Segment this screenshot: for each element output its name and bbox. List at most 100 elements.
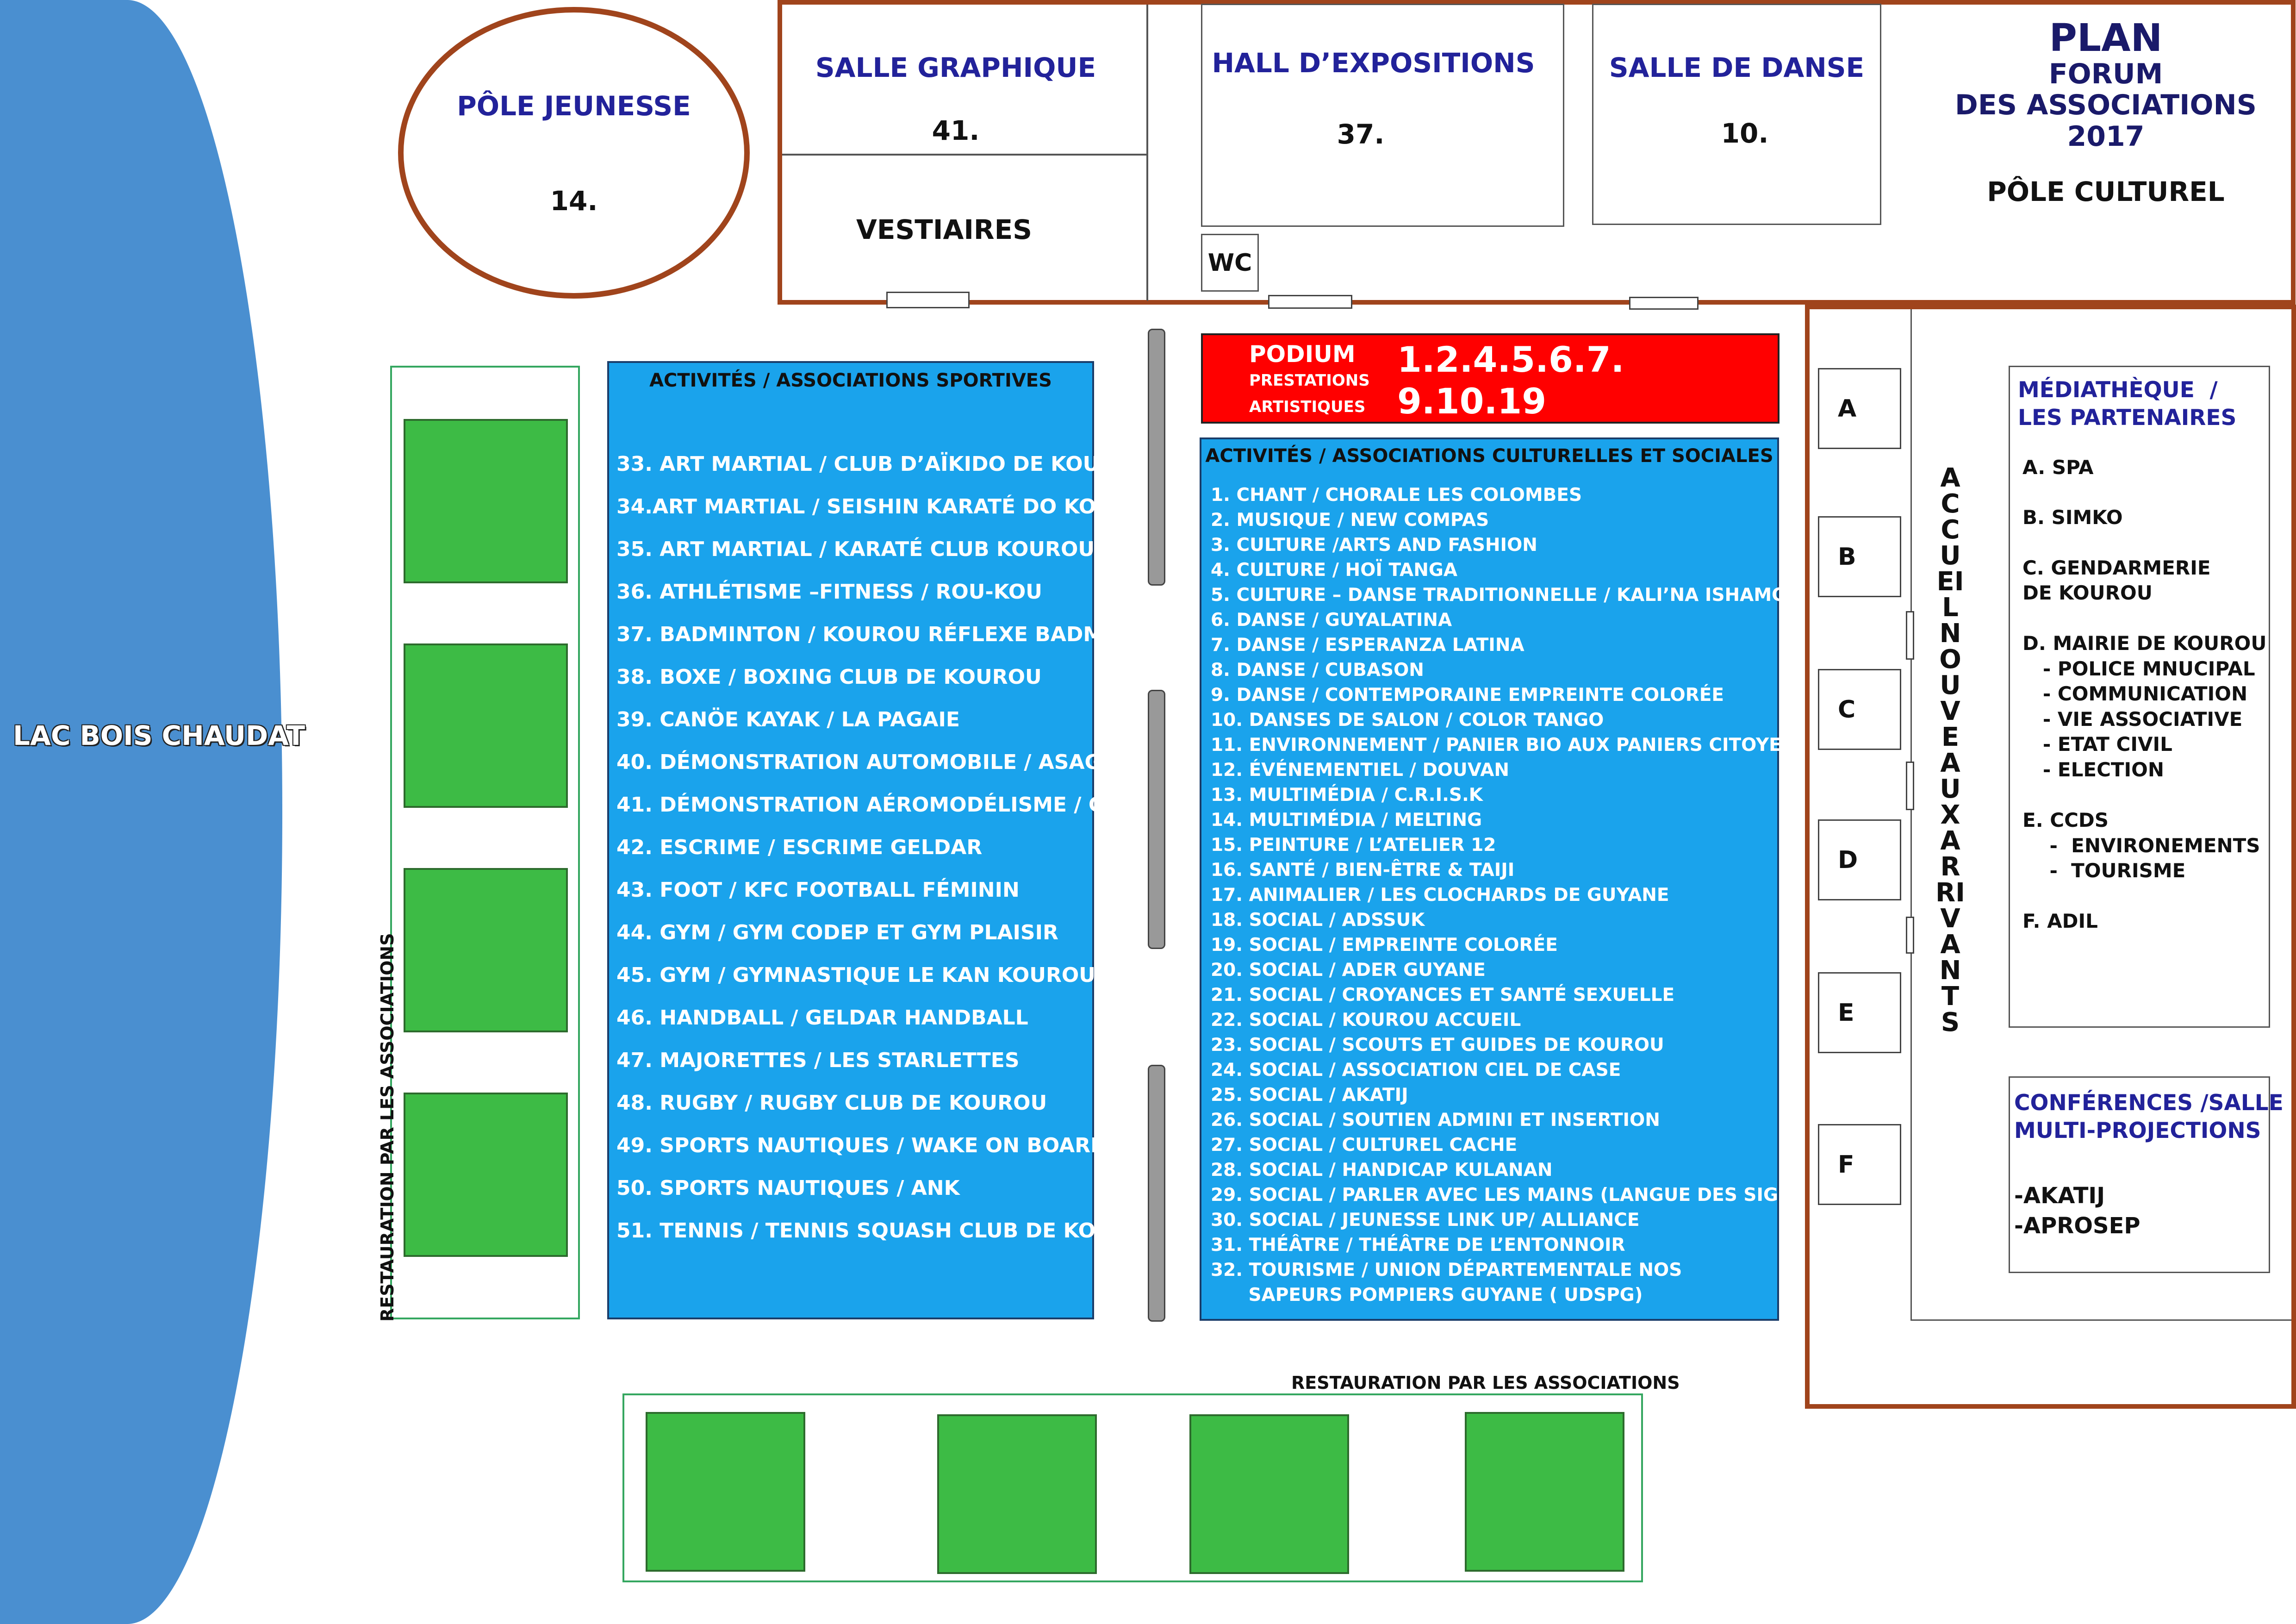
list-item[interactable]: 29. SOCIAL / PARLER AVEC LES MAINS (LANG… <box>1211 1185 1827 1206</box>
podium[interactable]: PODIUM PRESTATIONS ARTISTIQUES 1.2.4.5.6… <box>1201 333 1780 424</box>
list-item[interactable]: 15. PEINTURE / L’ATELIER 12 <box>1211 835 1496 856</box>
list-item[interactable]: 16. SANTÉ / BIEN-ÊTRE & TAIJI <box>1211 860 1515 881</box>
list-item[interactable]: 22. SOCIAL / KOUROU ACCUEIL <box>1211 1010 1521 1031</box>
plan-title: PLAN <box>2049 16 2163 60</box>
food-stand[interactable] <box>1465 1412 1624 1572</box>
door <box>1906 917 1914 954</box>
list-item[interactable]: 43. FOOT / KFC FOOTBALL FÉMININ <box>616 878 1020 902</box>
food-stand[interactable] <box>646 1412 805 1572</box>
accueil-booth-f[interactable]: F <box>1818 1124 1901 1205</box>
salle-de-danse-number: 10. <box>1721 118 1769 149</box>
salle-graphique-title: SALLE GRAPHIQUE <box>815 52 1096 83</box>
food-stand[interactable] <box>404 1093 568 1257</box>
list-item[interactable]: 47. MAJORETTES / LES STARLETTES <box>616 1049 1020 1072</box>
list-item[interactable]: 39. CANÖE KAYAK / LA PAGAIE <box>616 708 960 731</box>
food-stand[interactable] <box>404 419 568 583</box>
sports-panel: ACTIVITÉS / ASSOCIATIONS SPORTIVES 33. A… <box>607 361 1176 1319</box>
list-item[interactable]: 36. ATHLÉTISME –FITNESS / ROU-KOU <box>616 580 1043 604</box>
podium-sub1: PRESTATIONS <box>1249 371 1370 390</box>
conferences-title-2: MULTI-PROJECTIONS <box>2014 1118 2261 1143</box>
list-item[interactable]: 26. SOCIAL / SOUTIEN ADMINI ET INSERTION <box>1211 1110 1660 1131</box>
list-item[interactable]: 14. MULTIMÉDIA / MELTING <box>1211 810 1482 831</box>
list-item[interactable]: 45. GYM / GYMNASTIQUE LE KAN KOUROU <box>616 963 1095 987</box>
list-item[interactable]: 46. HANDBALL / GELDAR HANDBALL <box>616 1006 1028 1030</box>
list-item[interactable]: 31. THÉÂTRE / THÉÂTRE DE L’ENTONNOIR <box>1211 1235 1625 1255</box>
salle-de-danse[interactable] <box>1592 4 1881 225</box>
list-item[interactable]: 38. BOXE / BOXING CLUB DE KOUROU <box>616 665 1042 689</box>
list-item[interactable]: 8. DANSE / CUBASON <box>1211 660 1424 681</box>
accueil-inner-divider <box>1910 309 1912 1321</box>
hall-expositions[interactable] <box>1201 4 1564 227</box>
list-item[interactable]: 30. SOCIAL / JEUNESSE LINK UP/ ALLIANCE <box>1211 1210 1640 1230</box>
door <box>886 292 970 308</box>
accueil-booth-c[interactable]: C <box>1818 669 1901 750</box>
list-item[interactable]: 34.ART MARTIAL / SEISHIN KARATÉ DO KOURO… <box>616 495 1162 518</box>
list-item[interactable]: 23. SOCIAL / SCOUTS ET GUIDES DE KOUROU <box>1211 1035 1664 1056</box>
list-item[interactable]: 9. DANSE / CONTEMPORAINE EMPREINTE COLOR… <box>1211 685 1724 706</box>
list-item[interactable]: SAPEURS POMPIERS GUYANE ( UDSPG) <box>1211 1285 1643 1305</box>
list-item[interactable]: 37. BADMINTON / KOUROU RÉFLEXE BADMINTON <box>616 623 1176 646</box>
accueil-vertical-label: ACCUEIL NOUVEAUX ARRIVANTS <box>1935 463 1965 1037</box>
list-item[interactable]: 12. ÉVÉNEMENTIEL / DOUVAN <box>1211 760 1510 781</box>
list-item[interactable]: 44. GYM / GYM CODEP ET GYM PLAISIR <box>616 921 1058 944</box>
booth-label: A <box>1838 394 1857 423</box>
list-item[interactable]: 33. ART MARTIAL / CLUB D’AÏKIDO DE KOURO… <box>616 452 1149 476</box>
wc[interactable]: WC <box>1201 234 1259 292</box>
list-item[interactable]: 4. CULTURE / HOÏ TANGA <box>1211 560 1458 581</box>
list-item[interactable]: 21. SOCIAL / CROYANCES ET SANTÉ SEXUELLE <box>1211 985 1675 1006</box>
list-item[interactable]: 48. RUGBY / RUGBY CLUB DE KOUROU <box>616 1091 1047 1115</box>
list-item[interactable]: 18. SOCIAL / ADSSUK <box>1211 910 1425 931</box>
list-item[interactable]: 10. DANSES DE SALON / COLOR TANGO <box>1211 710 1604 731</box>
vestiaires[interactable] <box>782 154 1148 300</box>
accueil-booth-b[interactable]: B <box>1818 516 1901 597</box>
partner-line: F. ADIL <box>2022 910 2098 932</box>
partner-line: E. CCDS <box>2022 809 2109 831</box>
food-stand[interactable] <box>937 1414 1097 1574</box>
salle-graphique[interactable] <box>782 5 1148 155</box>
list-item[interactable]: 3. CULTURE /ARTS AND FASHION <box>1211 535 1537 556</box>
booth-label: E <box>1838 999 1854 1027</box>
plan-year: 2017 <box>2067 120 2145 153</box>
list-item[interactable]: 17. ANIMALIER / LES CLOCHARDS DE GUYANE <box>1211 885 1669 906</box>
lake <box>0 0 282 1624</box>
list-item[interactable]: 2. MUSIQUE / NEW COMPAS <box>1211 510 1489 531</box>
list-item[interactable]: 51. TENNIS / TENNIS SQUASH CLUB DE KOURO… <box>616 1219 1162 1243</box>
partner-line: - ELECTION <box>2022 758 2165 781</box>
booth-label: F <box>1838 1150 1854 1179</box>
list-item[interactable]: 20. SOCIAL / ADER GUYANE <box>1211 960 1486 981</box>
food-stand[interactable] <box>1189 1414 1349 1574</box>
accueil-booth-d[interactable]: D <box>1818 819 1901 900</box>
list-item[interactable]: 49. SPORTS NAUTIQUES / WAKE ON BOARD CLU… <box>616 1134 1174 1157</box>
list-item[interactable]: 35. ART MARTIAL / KARATÉ CLUB KOUROU <box>616 537 1095 561</box>
list-item[interactable]: 7. DANSE / ESPERANZA LATINA <box>1211 635 1524 656</box>
door <box>1906 762 1914 810</box>
pole-jeunesse[interactable] <box>398 7 750 299</box>
list-item[interactable]: 50. SPORTS NAUTIQUES / ANK <box>616 1176 960 1200</box>
list-item[interactable]: 19. SOCIAL / EMPREINTE COLORÉE <box>1211 935 1558 956</box>
restauration-bottom-label: RESTAURATION PAR LES ASSOCIATIONS <box>1291 1373 1680 1393</box>
list-item[interactable]: 27. SOCIAL / CULTUREL CACHE <box>1211 1135 1518 1156</box>
food-stand[interactable] <box>404 868 568 1032</box>
list-item[interactable]: 42. ESCRIME / ESCRIME GELDAR <box>616 836 983 859</box>
list-item[interactable]: 24. SOCIAL / ASSOCIATION CIEL DE CASE <box>1211 1060 1621 1081</box>
partner-line: - ETAT CIVIL <box>2022 733 2172 756</box>
list-item[interactable]: 1. CHANT / CHORALE LES COLOMBES <box>1211 485 1582 506</box>
list-item[interactable]: 32. TOURISME / UNION DÉPARTEMENTALE NOS <box>1211 1260 1682 1280</box>
list-item[interactable]: 6. DANSE / GUYALATINA <box>1211 610 1452 631</box>
list-item[interactable]: 28. SOCIAL / HANDICAP KULANAN <box>1211 1160 1553 1181</box>
list-item[interactable]: 41. DÉMONSTRATION AÉROMODÉLISME / C.A.G <box>616 793 1152 817</box>
list-item[interactable]: 13. MULTIMÉDIA / C.R.I.S.K <box>1211 785 1483 806</box>
mediatheque-box[interactable] <box>2009 366 2270 1028</box>
food-stand[interactable] <box>404 643 568 808</box>
list-item[interactable]: 5. CULTURE – DANSE TRADITIONNELLE / KALI… <box>1211 585 1840 606</box>
conferences-box[interactable] <box>2009 1076 2270 1273</box>
booth-label: B <box>1838 543 1856 571</box>
list-item[interactable]: 11. ENVIRONNEMENT / PANIER BIO AUX PANIE… <box>1211 735 1810 756</box>
list-item[interactable]: 25. SOCIAL / AKATIJ <box>1211 1085 1408 1106</box>
accueil-booth-a[interactable]: A <box>1818 368 1901 449</box>
accueil-booth-e[interactable]: E <box>1818 972 1901 1053</box>
booth-label: C <box>1838 695 1856 724</box>
conference-line: -AKATIJ <box>2014 1183 2105 1209</box>
building-frame <box>778 0 2296 305</box>
list-item[interactable]: 40. DÉMONSTRATION AUTOMOBILE / ASAG <box>616 750 1101 774</box>
